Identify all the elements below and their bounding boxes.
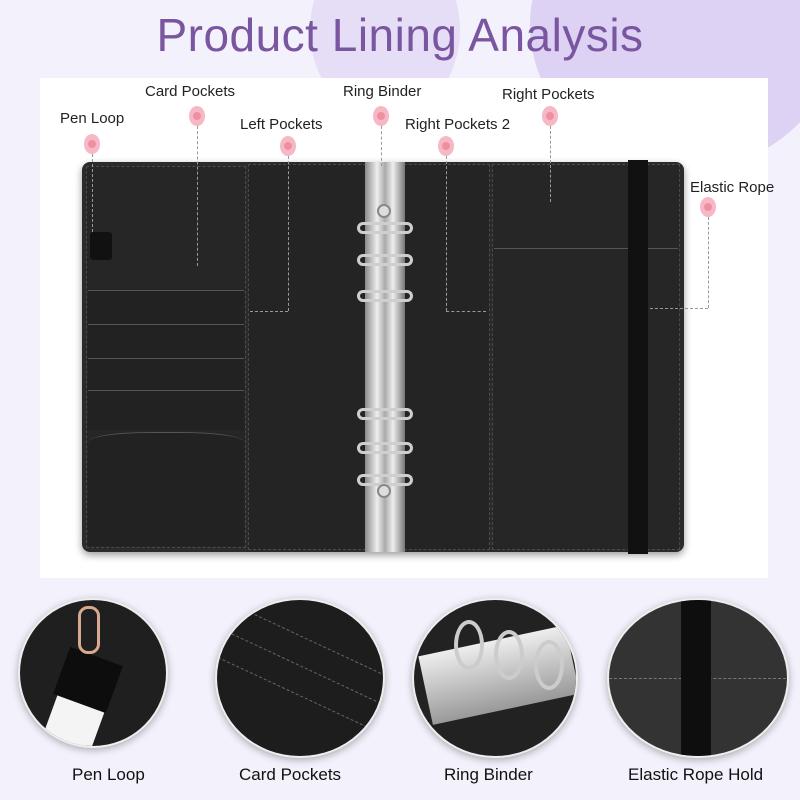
caption-ring-binder: Ring Binder xyxy=(444,765,533,784)
caption-card-pockets: Card Pockets xyxy=(239,765,342,784)
left-bottom-pocket xyxy=(88,432,244,546)
detail-pen-loop xyxy=(18,598,168,748)
caption-pen-loop: Pen Loop xyxy=(72,765,145,784)
callout-line xyxy=(708,217,709,308)
binder-illustration xyxy=(82,160,684,554)
callout-dot xyxy=(189,106,205,126)
rivet xyxy=(377,204,391,218)
callout-line xyxy=(550,126,551,202)
pen-loop xyxy=(90,232,112,260)
ring xyxy=(357,408,413,420)
callout-elastic-rope: Elastic Rope xyxy=(690,179,775,196)
callout-line xyxy=(92,154,93,232)
callout-right-pockets: Right Pockets xyxy=(502,86,595,103)
callout-dot xyxy=(542,106,558,126)
ring xyxy=(357,290,413,302)
callout-line xyxy=(197,126,198,266)
ring xyxy=(357,222,413,234)
card-pocket xyxy=(88,390,244,430)
callout-dot xyxy=(84,134,100,154)
callout-dot xyxy=(700,197,716,217)
caption-elastic-rope-hold: Elastic Rope Hold xyxy=(628,765,764,784)
ring xyxy=(494,630,524,680)
right-pocket xyxy=(494,248,678,548)
callout-card-pockets: Card Pockets xyxy=(145,83,236,100)
ring xyxy=(534,640,564,690)
callout-pen-loop: Pen Loop xyxy=(60,110,125,127)
callout-line xyxy=(446,311,486,312)
detail-card-pockets xyxy=(215,598,385,758)
callout-right-pockets-2: Right Pockets 2 xyxy=(405,116,511,133)
callout-line xyxy=(288,156,289,311)
callout-left-pockets: Left Pockets xyxy=(240,116,323,133)
page-title: Product Lining Analysis xyxy=(156,9,644,61)
detail-elastic-rope xyxy=(607,598,789,758)
callout-line xyxy=(250,311,288,312)
ring xyxy=(454,620,484,670)
callout-line xyxy=(650,308,708,309)
ring xyxy=(357,254,413,266)
card-pocket xyxy=(88,290,244,330)
callout-dot xyxy=(373,106,389,126)
callout-line xyxy=(446,156,447,311)
right-pocket-2 xyxy=(404,164,490,550)
callout-dot xyxy=(280,136,296,156)
elastic-rope xyxy=(628,160,648,554)
rivet xyxy=(377,484,391,498)
elastic-rope xyxy=(681,600,711,756)
callout-dot xyxy=(438,136,454,156)
ring xyxy=(357,442,413,454)
callout-ring-binder: Ring Binder xyxy=(343,83,422,100)
pen-clip xyxy=(78,606,100,654)
left-pocket xyxy=(248,164,366,550)
card-pocket xyxy=(88,324,244,364)
detail-ring-binder xyxy=(412,598,578,758)
callout-line xyxy=(381,126,382,166)
